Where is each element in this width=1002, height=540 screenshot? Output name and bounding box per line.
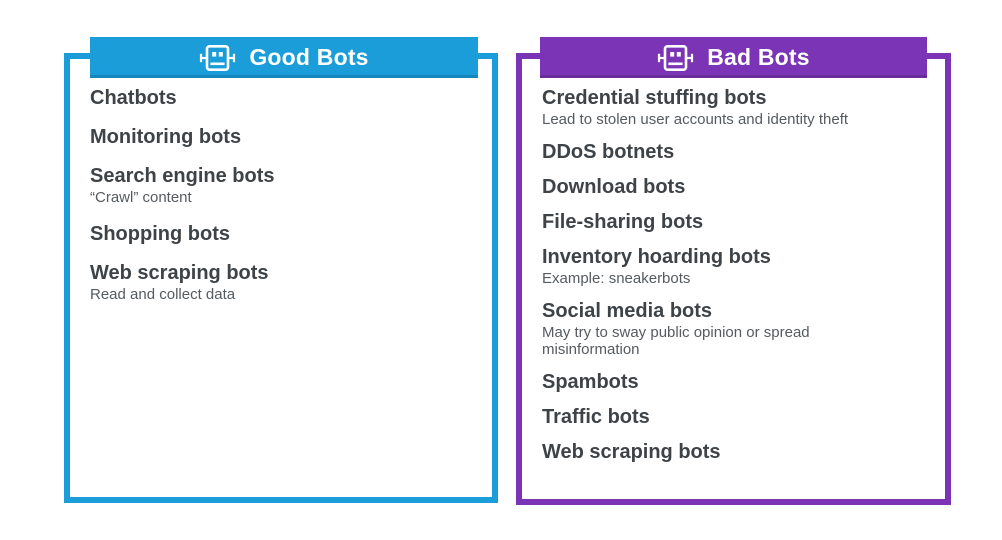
list-item: Spambots [542,371,929,393]
bot-type-label: Chatbots [90,87,177,109]
bot-type-note: May try to sway public opinion or spread… [542,324,810,358]
list-item: Web scraping bots [542,441,929,463]
bot-type-label: Download bots [542,176,686,198]
bot-type-note: Lead to stolen user accounts and identit… [542,111,849,128]
list-item: Traffic bots [542,406,929,428]
list-item: Shopping bots [90,223,476,245]
list-item: DDoS botnets [542,141,929,163]
bot-type-label: DDoS botnets [542,141,675,163]
bot-type-label: Credential stuffing bots [542,87,767,109]
bot-type-label: Traffic bots [542,406,650,428]
bot-type-label: Social media bots [542,300,713,322]
good-bots-title: Good Bots [249,44,369,70]
bot-type-label: Web scraping bots [90,262,269,284]
list-item: File-sharing bots [542,211,929,233]
good-bots-panel: Good Bots Chatbots Monitoring bots Searc… [64,37,498,503]
bot-type-note: “Crawl” content [90,189,192,206]
good-bots-header: Good Bots [90,37,478,78]
robot-icon [199,43,236,73]
list-item: Download bots [542,176,929,198]
list-item: Web scraping bots Read and collect data [90,262,476,303]
list-item: Credential stuffing bots Lead to stolen … [542,87,929,128]
list-item: Search engine bots “Crawl” content [90,165,476,206]
bad-bots-panel: Bad Bots Credential stuffing bots Lead t… [516,37,951,505]
bad-bots-title: Bad Bots [707,44,810,70]
bot-type-note: Example: sneakerbots [542,270,691,287]
bot-type-label: Monitoring bots [90,126,242,148]
list-item: Chatbots [90,87,476,109]
robot-icon [657,43,694,73]
bot-type-label: Spambots [542,371,639,393]
bot-type-label: Web scraping bots [542,441,721,463]
bot-type-label: Inventory hoarding bots [542,246,771,268]
list-item: Social media bots May try to sway public… [542,300,929,358]
bot-type-label: Shopping bots [90,223,230,245]
good-bots-list: Chatbots Monitoring bots Search engine b… [70,59,492,303]
list-item: Inventory hoarding bots Example: sneaker… [542,246,929,287]
bad-bots-list: Credential stuffing bots Lead to stolen … [522,59,945,463]
bot-type-note: Read and collect data [90,286,236,303]
bad-bots-header: Bad Bots [540,37,927,78]
list-item: Monitoring bots [90,126,476,148]
bot-type-label: File-sharing bots [542,211,704,233]
bot-type-label: Search engine bots [90,165,275,187]
